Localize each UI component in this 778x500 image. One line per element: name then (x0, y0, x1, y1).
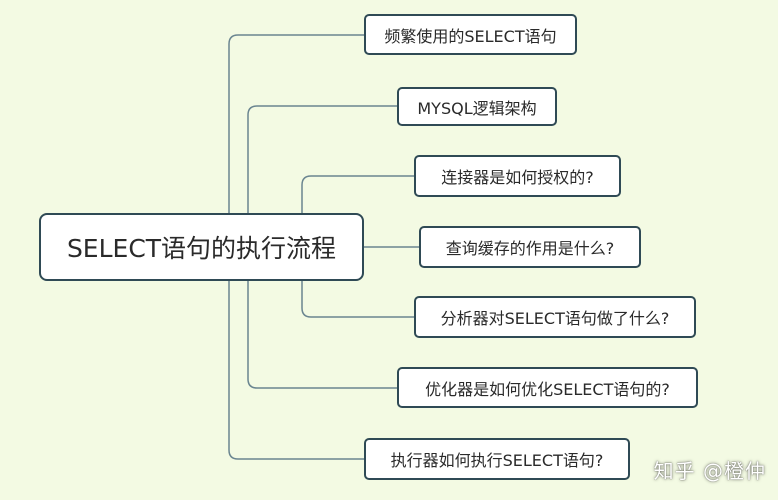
topic-frequent-select[interactable]: 频繁使用的SELECT语句 (364, 14, 577, 55)
connector-0 (228, 34, 364, 247)
connector-6 (228, 247, 364, 460)
topic-optimizer[interactable]: 优化器是如何优化SELECT语句的? (397, 367, 698, 408)
topic-analyzer[interactable]: 分析器对SELECT语句做了什么? (414, 296, 696, 338)
watermark-text: 知乎 @橙仲 (653, 459, 766, 483)
topic-connector-auth[interactable]: 连接器是如何授权的? (414, 155, 621, 197)
connector-1 (247, 105, 397, 213)
topic-mysql-architecture[interactable]: MYSQL逻辑架构 (397, 87, 557, 126)
connector-4 (301, 281, 414, 318)
topic-query-cache[interactable]: 查询缓存的作用是什么? (419, 226, 641, 268)
connector-2 (301, 175, 414, 213)
root-topic[interactable]: SELECT语句的执行流程 (39, 213, 364, 281)
topic-executor[interactable]: 执行器如何执行SELECT语句? (364, 438, 630, 480)
connector-5 (247, 281, 397, 389)
